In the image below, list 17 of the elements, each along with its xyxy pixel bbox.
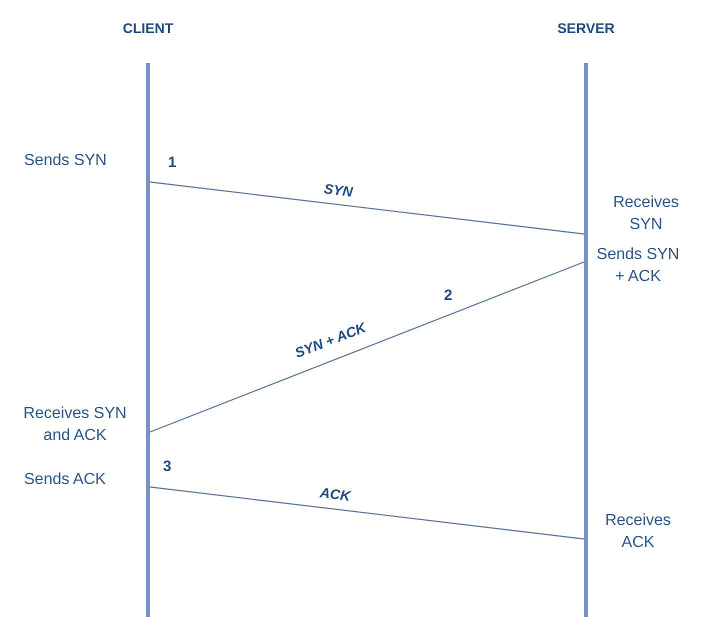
message-line (150, 181, 584, 235)
event-label: Receives SYN and ACK (22, 404, 128, 446)
edge-label: ACK (319, 484, 352, 504)
edge-label: SYN (322, 180, 354, 200)
message-line (150, 486, 584, 540)
message-line (150, 261, 584, 433)
lifeline-heading: SERVER (556, 20, 616, 36)
step-number: 2 (444, 286, 452, 306)
event-label: Sends SYN (24, 151, 107, 171)
event-label: Receives SYN (612, 193, 680, 235)
event-label: Sends ACK (24, 470, 106, 490)
edge-label: SYN + ACK (292, 319, 368, 361)
step-number: 1 (168, 153, 176, 173)
event-label: Receives ACK (604, 511, 672, 553)
step-number: 3 (163, 457, 172, 477)
lifeline-heading: CLIENT (122, 20, 174, 36)
event-label: Sends SYN + ACK (596, 245, 680, 287)
